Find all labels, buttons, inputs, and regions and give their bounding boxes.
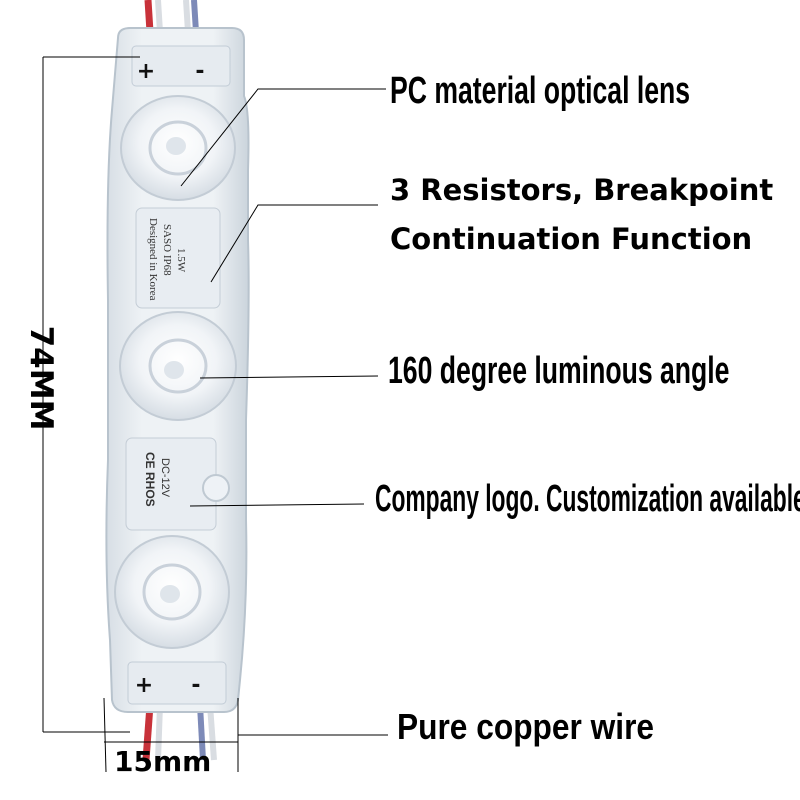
callout-lines: [180, 88, 388, 736]
wire-callout: Pure copper wire: [397, 706, 655, 747]
height-dimension-label: 74MM: [23, 325, 59, 431]
pad2-line2: DC-12V: [159, 458, 171, 498]
resistors-callout-line1: 3 Resistors, Breakpoint: [390, 173, 774, 207]
pad1-line1: Designed in Korea: [147, 218, 159, 301]
minus-top: -: [195, 59, 204, 84]
width-dimension-label: 15mm: [114, 745, 212, 778]
angle-callout: 160 degree luminous angle: [388, 350, 730, 392]
logo-callout: Company logo. Customization available: [375, 478, 800, 520]
height-dimension: [42, 56, 140, 733]
pad1-line2: SASO IP68: [161, 224, 173, 276]
plus-bottom: +: [135, 673, 153, 698]
pad1-line3: 1.5W: [175, 248, 187, 273]
pad2-line1: CE RHOS: [143, 452, 157, 507]
wires-top: [144, 0, 199, 33]
lens-3: [114, 535, 230, 649]
wires-bottom: [142, 704, 217, 761]
plus-top: +: [137, 59, 155, 84]
lens-2: [119, 311, 237, 421]
lens-callout: PC material optical lens: [390, 70, 691, 112]
lens-1: [120, 95, 236, 201]
minus-bottom: -: [191, 673, 200, 698]
resistors-callout-line2: Continuation Function: [390, 222, 753, 256]
